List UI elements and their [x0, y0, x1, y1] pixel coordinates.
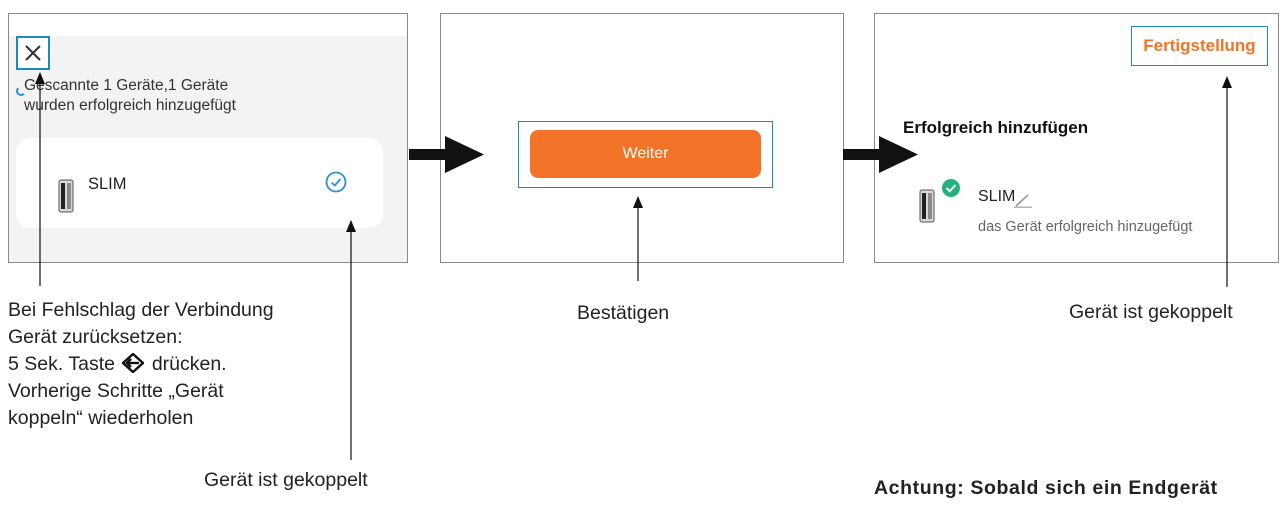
close-icon — [25, 45, 41, 61]
pointer-close — [35, 72, 45, 286]
success-heading: Erfolgreich hinzufügen — [903, 118, 1089, 137]
reset-line-1: Bei Fehlschlag der Verbindung — [8, 299, 274, 321]
reset-line-3: 5 Sek. Taste drücken. — [8, 351, 274, 378]
reset-instructions: Bei Fehlschlag der Verbindung Gerät zurü… — [8, 297, 274, 432]
panel-top-strip — [9, 14, 407, 36]
reset-line-2: Gerät zurücksetzen: — [8, 326, 183, 348]
device-name: SLIM — [88, 175, 127, 193]
slim-device-icon — [58, 179, 74, 213]
paired-caption-left: Gerät ist gekoppelt — [204, 469, 368, 491]
pointer-check — [346, 220, 356, 460]
edit-pencil-icon[interactable] — [1013, 192, 1033, 208]
finish-button[interactable]: Fertigstellung — [1131, 26, 1268, 66]
reset-line-3-after: drücken. — [151, 353, 227, 375]
reset-line-5: koppeln“ wiederholen — [8, 407, 194, 429]
pointer-next — [633, 196, 643, 281]
next-button[interactable]: Weiter — [530, 130, 761, 178]
check-circle-icon[interactable] — [325, 171, 347, 193]
loading-spinner-icon — [16, 86, 26, 96]
scan-status-text: Gescannte 1 Geräte,1 Geräte wurden erfol… — [24, 76, 236, 116]
scan-status-line-1: Gescannte 1 Geräte,1 Geräte — [24, 77, 229, 94]
panel-success — [874, 13, 1279, 263]
slim-device-success-icon — [919, 179, 960, 223]
close-button[interactable] — [16, 36, 50, 70]
device-card[interactable] — [16, 138, 383, 228]
scan-status-line-2: wurden erfolgreich hinzugefügt — [24, 97, 236, 114]
device-status-text: das Gerät erfolgreich hinzugefügt — [978, 219, 1193, 235]
connect-key-icon — [122, 353, 145, 373]
confirm-caption: Bestätigen — [577, 302, 670, 324]
pointer-finish — [1222, 76, 1232, 287]
flow-arrow-1 — [409, 136, 484, 173]
button-highlight-frame — [518, 121, 773, 188]
reset-line-3-before: 5 Sek. Taste — [8, 353, 115, 375]
reset-line-4: Vorherige Schritte „Gerät — [8, 380, 224, 402]
warning-text: Achtung: Sobald sich ein Endgerät — [874, 477, 1218, 499]
flow-arrow-2 — [843, 136, 918, 173]
finish-button-label: Fertigstellung — [1143, 36, 1256, 55]
device-name: SLIM — [978, 188, 1016, 205]
paired-caption-right: Gerät ist gekoppelt — [1069, 301, 1233, 323]
